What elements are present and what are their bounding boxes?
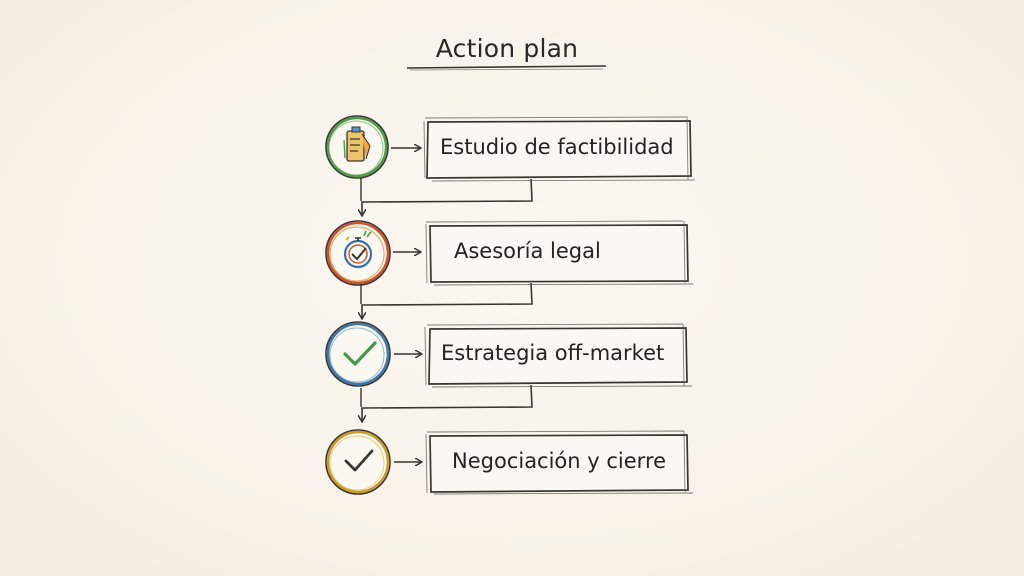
- checkmark-icon: [343, 341, 377, 366]
- step-3: [325, 321, 693, 388]
- step-4-icon-circle: [325, 429, 391, 495]
- step-3-box: [424, 323, 693, 388]
- connector-3-4: [361, 384, 533, 421]
- step-4-box: [425, 430, 694, 495]
- step-3-label: Estrategia off-market: [441, 341, 665, 365]
- step-2-label: Asesoría legal: [454, 239, 601, 263]
- step-2: [325, 220, 694, 286]
- clipboard-icon: [343, 126, 371, 162]
- step-2-box: [425, 220, 694, 286]
- step-4: [325, 429, 694, 495]
- step-1: [325, 115, 696, 182]
- title-underline: [406, 65, 607, 71]
- connector-2-3: [361, 282, 533, 318]
- step-3-icon-circle: [325, 321, 391, 387]
- checkmark-icon: [344, 449, 374, 472]
- diagram-title: Action plan: [435, 34, 579, 63]
- step-1-label: Estudio de factibilidad: [440, 135, 674, 159]
- step-4-label: Negociación y cierre: [452, 449, 667, 473]
- step-1-box: [423, 115, 696, 182]
- connector-1-2: [361, 178, 533, 215]
- stopwatch-icon: [343, 230, 373, 269]
